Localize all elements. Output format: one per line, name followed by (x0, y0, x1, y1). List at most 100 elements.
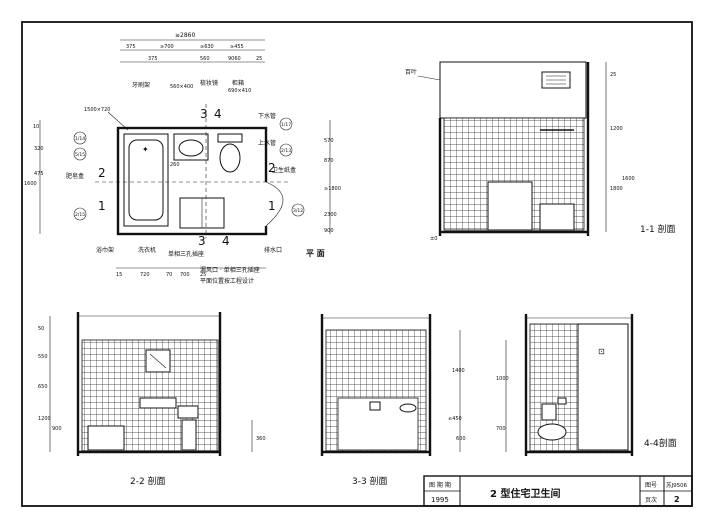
section-marker: 4 (222, 234, 230, 248)
sec22-dim: 50 (38, 326, 44, 332)
soap-dish (369, 401, 381, 411)
sec11-dim: 1800 (610, 186, 623, 192)
sec44-dim: 700 (496, 426, 506, 432)
right-dim: 900 (324, 228, 334, 234)
top-dim: 375 (126, 44, 136, 50)
top-dim: 375 (148, 56, 158, 62)
year-label: 图 期 期 (429, 481, 451, 489)
faucet-mark: ✦ (142, 145, 149, 154)
right-dim: 570 (324, 138, 334, 144)
sec33-dim: 600 (456, 436, 466, 442)
socket-icon: ⊡ (598, 347, 605, 356)
toilet-bowl (219, 143, 241, 173)
soap-box-label: 肥皂盒 (66, 172, 84, 180)
toilet-tank (217, 133, 243, 143)
cabinet-size-label: 690×410 (228, 88, 251, 94)
bathtub-size-label: 1500×720 (84, 107, 110, 113)
sink-elevation (139, 397, 177, 409)
top-dim: ≥700 (160, 44, 174, 50)
top-dim: 560 (200, 56, 210, 62)
left-dim: 320 (34, 146, 44, 152)
sec22-dim: 650 (38, 384, 48, 390)
plan-note: 平面位置按工程设计 (200, 277, 254, 285)
section-2-2: 50 550 650 1200 900 360 2-2 剖面 (38, 312, 266, 487)
leader-line (417, 75, 441, 81)
title-block: 图 期 期 1995 2 型住宅卫生间 图号 苏J9506 页次 2 (423, 475, 693, 507)
svg-text:2/13: 2/13 (281, 148, 291, 154)
section-marker: 2 (98, 166, 106, 180)
plan-room-walls (116, 126, 268, 236)
mirror-size-label: 560×400 (170, 84, 193, 90)
section-marker: 3 (198, 234, 206, 248)
svg-text:2/15: 2/15 (75, 212, 85, 218)
tub-end-wall (577, 323, 629, 451)
door-swing (265, 181, 284, 227)
right-dim: 870 (324, 158, 334, 164)
plan-title: 平 面 (306, 249, 325, 258)
sec22-dim: 1200 (38, 416, 51, 422)
top-dim: ≥455 (230, 44, 244, 50)
sink-elevation (399, 403, 417, 413)
sec22-right-dim: 360 (256, 436, 266, 442)
svg-text:1/17: 1/17 (281, 122, 291, 128)
sec33-dim: 1400 (452, 368, 465, 374)
toilet-tank-elevation (177, 405, 199, 419)
atlas-label: 图号 (645, 482, 657, 489)
page-number: 2 (674, 495, 680, 504)
svg-text:1/14: 1/14 (75, 136, 85, 142)
ceiling-void (439, 61, 587, 119)
left-dim: 1600 (24, 181, 37, 187)
right-dim: 2300 (324, 212, 337, 218)
sec11-dim: 1600 (622, 176, 635, 182)
circle-ref: 2/13 (279, 143, 293, 157)
atlas-number: 苏J9506 (666, 481, 688, 489)
level-label: 260 (170, 162, 180, 168)
top-dim: ≥2860 (175, 32, 195, 39)
paper-box-label: 卫生纸盒 (272, 166, 296, 174)
toilet-elevation (181, 419, 197, 451)
top-dim: ≥630 (200, 44, 214, 50)
bottom-dim: 15 (116, 272, 122, 278)
circle-ref: 5/15 (73, 147, 87, 161)
sec22-dim: 900 (52, 426, 62, 432)
plan-note: 漏风口 · 单相三孔插座 (200, 266, 260, 274)
paper-box (557, 397, 567, 405)
section-1-1: 百叶 ±0 25 1200 1800 1600 1-1 剖面 (405, 61, 676, 242)
svg-text:3/12: 3/12 (293, 208, 303, 214)
drawing-title: 2 型住宅卫生间 (490, 487, 560, 500)
washer-label: 洗衣机 (138, 246, 156, 254)
bathtub-basin (128, 139, 164, 221)
top-dim: 9060 (228, 56, 241, 62)
top-dim: 25 (256, 56, 262, 62)
sec11-dim: 25 (610, 72, 616, 78)
sec33-dim: ≤450 (448, 416, 462, 422)
section-1-1-title: 1-1 剖面 (640, 223, 676, 235)
section-marker: 1 (98, 199, 106, 213)
circle-ref: 2/15 (73, 207, 87, 221)
section-2-2-title: 2-2 剖面 (130, 475, 166, 487)
section-4-4: ⊡ 1000 700 4-4剖面 (496, 314, 677, 456)
sec22-dim: 550 (38, 354, 48, 360)
section-marker: 1 (268, 199, 276, 213)
circle-ref: 3/12 (291, 203, 305, 217)
right-dim: ≥1800 (324, 186, 341, 192)
bathtub-elevation (539, 203, 575, 231)
year-value: 1995 (431, 496, 449, 504)
sheet-border (21, 21, 693, 507)
bottom-dim: 700 (180, 272, 190, 278)
vent-label: 百叶 (405, 68, 417, 76)
circle-ref: 1/17 (279, 117, 293, 131)
washer-elevation (487, 181, 533, 231)
floor-level: ±0 (430, 236, 437, 242)
floor-drain-label: 排水口 (264, 246, 282, 254)
toilet-tank-elevation (541, 403, 557, 421)
svg-text:5/15: 5/15 (75, 152, 85, 158)
page-label: 页次 (645, 496, 657, 504)
cabinet-label: 柜箱 (232, 79, 244, 87)
towel-rack-label: 牙刷架 (132, 81, 150, 89)
mirror-label: 梳妆镜 (200, 79, 218, 87)
towel-bar-label: 浴巾架 (96, 246, 114, 254)
left-dim: 475 (34, 171, 44, 177)
bathtub-elevation (87, 425, 125, 451)
